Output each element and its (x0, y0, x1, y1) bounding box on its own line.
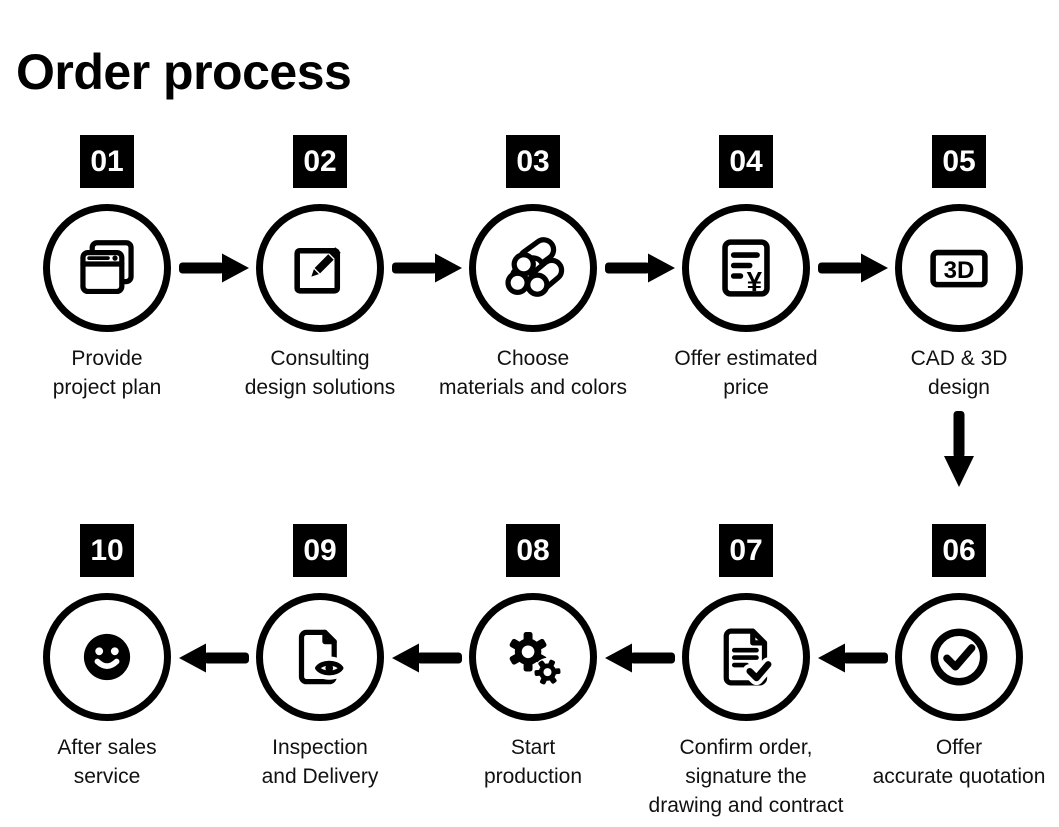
step-label: Choose materials and colors (439, 347, 627, 399)
arrow-left-icon (178, 642, 250, 674)
arrow-right-icon (604, 252, 676, 284)
step-label: Offer accurate quotation (872, 736, 1046, 788)
step-07: 07 Confirm order, signature the drawing … (626, 524, 866, 820)
step-label: CAD & 3D design (910, 347, 1008, 399)
three-d-glyph: 3D (944, 257, 975, 284)
step-label: Start production (483, 736, 583, 788)
arrow-left-icon (817, 642, 889, 674)
step-04: 04 ¥ Offer estimated price (626, 135, 866, 402)
arrow-down-icon (942, 410, 976, 488)
step-number-badge: 09 (293, 524, 347, 577)
document-check-icon (723, 628, 776, 686)
invoice-yen-icon: ¥ (722, 239, 770, 297)
step-06: 06 Offer accurate quotation (839, 524, 1059, 791)
step-label: Inspection and Delivery (261, 736, 379, 788)
step-circle: 3D (895, 204, 1023, 332)
step-circle (256, 204, 384, 332)
step-number-badge: 07 (719, 524, 773, 577)
document-eye-icon (298, 629, 348, 685)
step-number-badge: 08 (506, 524, 560, 577)
step-03: 03 Choose materials and colors (413, 135, 653, 402)
step-08: 08 (413, 524, 653, 791)
arrow-left-icon (604, 642, 676, 674)
windows-stack-icon (80, 240, 134, 295)
gears-icon (509, 632, 562, 687)
step-circle (469, 593, 597, 721)
check-circle-icon (930, 628, 988, 686)
arrow-right-icon (817, 252, 889, 284)
step-label: Confirm order, signature the drawing and… (648, 736, 844, 817)
step-circle (43, 593, 171, 721)
step-09: 09 Inspection and Delivery (200, 524, 440, 791)
yen-glyph: ¥ (747, 266, 763, 297)
step-label: Consulting design solutions (244, 347, 396, 399)
step-circle (469, 204, 597, 332)
step-circle (895, 593, 1023, 721)
step-number-badge: 03 (506, 135, 560, 188)
step-01: 01 Provide project plan (0, 135, 227, 402)
smiley-icon (83, 633, 131, 681)
step-10: 10 After sales service (0, 524, 227, 791)
step-circle (256, 593, 384, 721)
step-number-badge: 02 (293, 135, 347, 188)
step-02: 02 Consulting design solutions (200, 135, 440, 402)
arrow-left-icon (391, 642, 463, 674)
step-number-badge: 10 (80, 524, 134, 577)
step-label: After sales service (57, 736, 157, 788)
step-05: 05 3D CAD & 3D design (839, 135, 1059, 402)
edit-pencil-icon (294, 247, 341, 294)
arrow-right-icon (178, 252, 250, 284)
arrow-right-icon (391, 252, 463, 284)
step-number-badge: 01 (80, 135, 134, 188)
page-title: Order process (16, 44, 352, 100)
step-number-badge: 06 (932, 524, 986, 577)
step-circle (682, 593, 810, 721)
step-label: Offer estimated price (674, 347, 818, 399)
step-label: Provide project plan (52, 347, 162, 399)
step-circle: ¥ (682, 204, 810, 332)
step-number-badge: 05 (932, 135, 986, 188)
three-d-box-icon: 3D (930, 249, 988, 288)
step-circle (43, 204, 171, 332)
step-number-badge: 04 (719, 135, 773, 188)
pipes-icon (505, 237, 565, 297)
